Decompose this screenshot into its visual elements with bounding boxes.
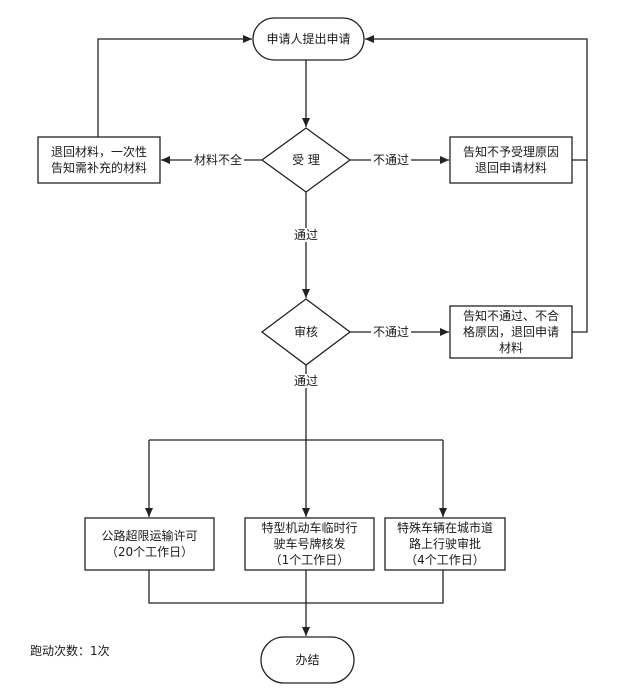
permit-a-box	[84, 517, 215, 571]
permit-b-line-2: 驶车号牌核发	[273, 537, 346, 551]
return-materials-line-2: 告知需补充的材料	[50, 161, 147, 175]
reject-notice-line-2: 退回申请材料	[474, 161, 547, 175]
review-reject-line-3: 材料	[498, 341, 523, 355]
review-reject-label: 告知不通过、不合 格原因，退回申请 材料	[450, 306, 572, 358]
merge-line	[148, 570, 444, 604]
edge-label-fail-review: 不通过	[371, 325, 412, 339]
permit-c-line-2: 路上行驶审批	[408, 537, 481, 551]
review-label: 审核	[262, 299, 350, 365]
end-label: 办结	[261, 637, 354, 683]
start-text: 申请人提出申请	[266, 32, 351, 46]
reject-notice-line-1: 告知不予受理原因	[462, 145, 559, 159]
review-reject-line-2: 格原因，退回申请	[462, 325, 559, 339]
accept-text: 受 理	[292, 153, 320, 167]
return-materials-box	[37, 136, 161, 184]
permit-b-line-3: （1个工作日）	[269, 553, 350, 567]
review-text: 审核	[293, 325, 318, 339]
permit-c-line-1: 特殊车辆在城市道	[396, 521, 493, 535]
edge-label-pass-review: 通过	[292, 374, 321, 388]
end-text: 办结	[295, 653, 320, 667]
permit-c-box	[384, 517, 506, 571]
reject-notice-label: 告知不予受理原因 退回申请材料	[450, 137, 572, 183]
edge-label-pass-accept: 通过	[292, 228, 321, 242]
end-node	[260, 636, 355, 684]
accept-label: 受 理	[262, 128, 350, 192]
permit-c-label: 特殊车辆在城市道 路上行驶审批 （4个工作日）	[385, 518, 505, 570]
edge-label-fail-accept: 不通过	[371, 153, 412, 167]
edge-return-start	[97, 35, 252, 137]
visit-count-note: 跑动次数：1次	[30, 644, 110, 658]
permit-b-box	[244, 517, 375, 571]
review-reject-line-1: 告知不通过、不合	[462, 309, 559, 323]
permit-b-line-1: 特型机动车临时行	[261, 521, 358, 535]
return-materials-label: 退回材料，一次性 告知需补充的材料	[38, 137, 160, 183]
edge-label-incomplete: 材料不全	[192, 153, 245, 167]
permit-a-label: 公路超限运输许可 （20个工作日）	[85, 518, 214, 570]
return-materials-line-1: 退回材料，一次性	[50, 145, 147, 159]
start-node	[252, 17, 365, 61]
permit-a-line-2: （20个工作日）	[105, 545, 194, 559]
permit-a-line-1: 公路超限运输许可	[101, 529, 198, 543]
edge-review-reject-start	[572, 160, 588, 333]
permit-b-label: 特型机动车临时行 驶车号牌核发 （1个工作日）	[245, 518, 374, 570]
start-label: 申请人提出申请	[253, 18, 364, 60]
permit-c-line-3: （4个工作日）	[405, 553, 485, 567]
review-reject-box	[449, 305, 573, 359]
edge-reject-start	[365, 35, 588, 161]
